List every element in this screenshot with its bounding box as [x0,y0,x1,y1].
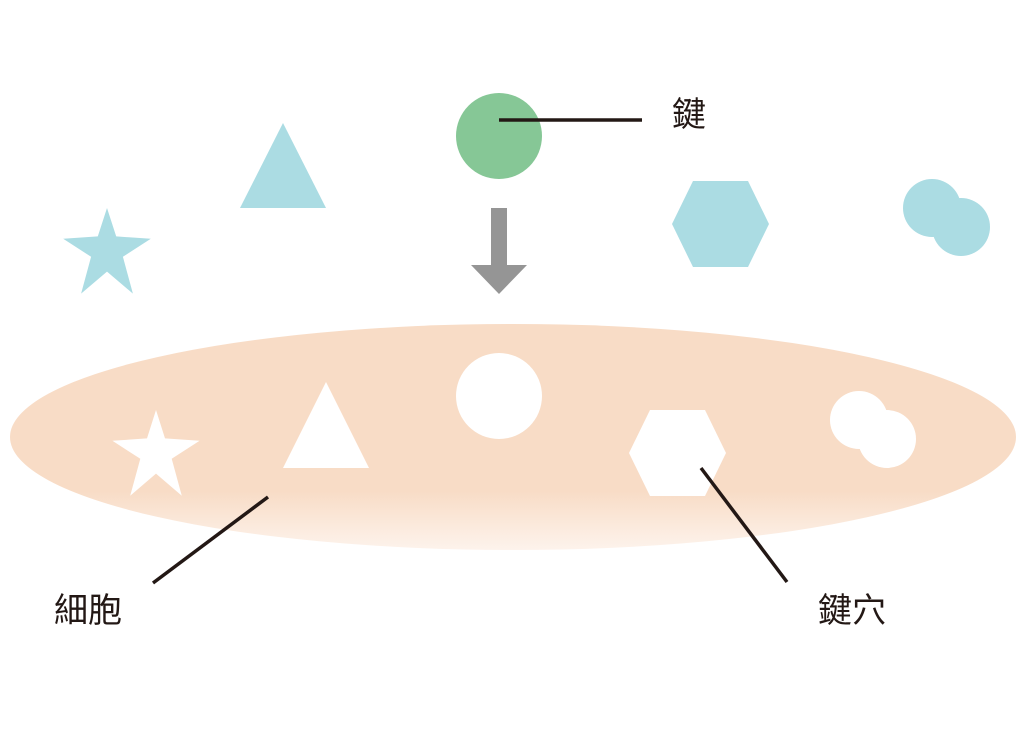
keyhole-hexagon-icon [629,410,726,496]
cell-label: 細胞 [54,591,122,631]
key-circle-icon [456,93,542,179]
keyhole-label: 鍵穴 [818,591,886,631]
down-arrow-icon [471,208,527,294]
keyhole-triangle-icon [283,382,369,468]
keyhole-double-circle-icon [830,391,916,468]
keyhole-star-icon [112,410,200,496]
keyhole-circle-icon [456,353,542,439]
cell-leader-line [151,495,270,585]
free-double-circle-icon [903,179,990,256]
key-label: 鍵 [672,95,706,135]
free-hexagon-icon [672,181,769,267]
cell-body [10,324,1016,550]
free-star-icon [63,208,151,294]
keyhole-leader-line [699,466,789,584]
free-triangle-icon [240,123,326,208]
